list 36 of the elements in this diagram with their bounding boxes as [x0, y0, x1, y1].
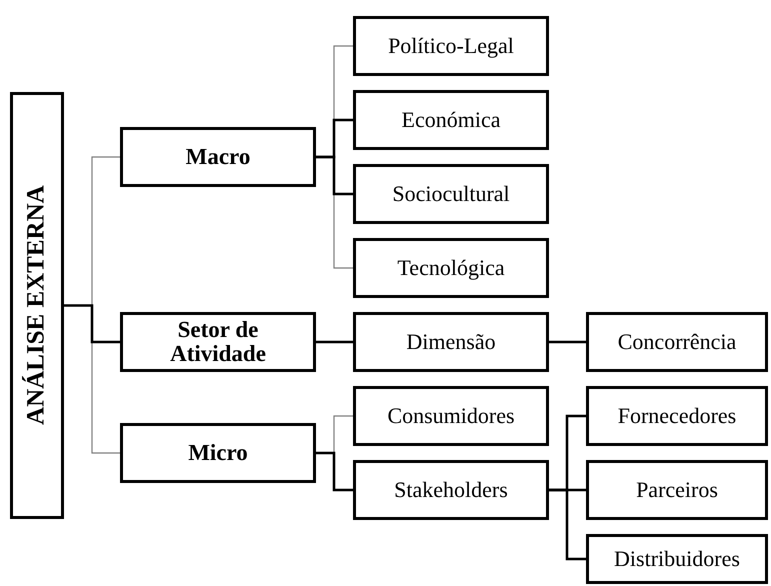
category-box [586, 386, 768, 446]
node-label: Concorrência [618, 330, 736, 354]
category-box [120, 127, 316, 187]
connector-line [64, 304, 120, 344]
node-label: Dimensão [406, 330, 496, 354]
node-label: Micro [188, 440, 248, 466]
category-box [353, 90, 549, 150]
category-box [353, 460, 549, 520]
node-label: Macro [186, 144, 250, 170]
title-box [10, 92, 64, 519]
category-box [586, 312, 768, 372]
node-label: Setor de Atividade [169, 318, 267, 366]
connector-line [316, 452, 353, 492]
connector-line [549, 488, 586, 560]
category-box [353, 386, 549, 446]
node-label: Sociocultural [392, 182, 510, 206]
node-label: ANÁLISE EXTERNA [24, 186, 50, 426]
node-label: Político-Legal [388, 34, 514, 58]
category-box [120, 312, 316, 372]
category-box [353, 164, 549, 224]
node-label: Distribuidores [614, 547, 740, 571]
connector-line [316, 156, 353, 196]
category-box [586, 460, 768, 520]
category-box [353, 238, 549, 298]
node-label: Consumidores [387, 404, 515, 428]
category-box [353, 312, 549, 372]
connector-line [316, 340, 353, 344]
category-box [586, 534, 768, 584]
node-label: Tecnológica [397, 256, 505, 280]
category-box [120, 423, 316, 483]
node-label: Económica [402, 108, 500, 132]
node-label: Stakeholders [394, 478, 508, 502]
node-label: Parceiros [636, 478, 718, 502]
category-box [353, 16, 549, 76]
node-label: Fornecedores [618, 404, 736, 428]
connector-line [549, 340, 586, 344]
